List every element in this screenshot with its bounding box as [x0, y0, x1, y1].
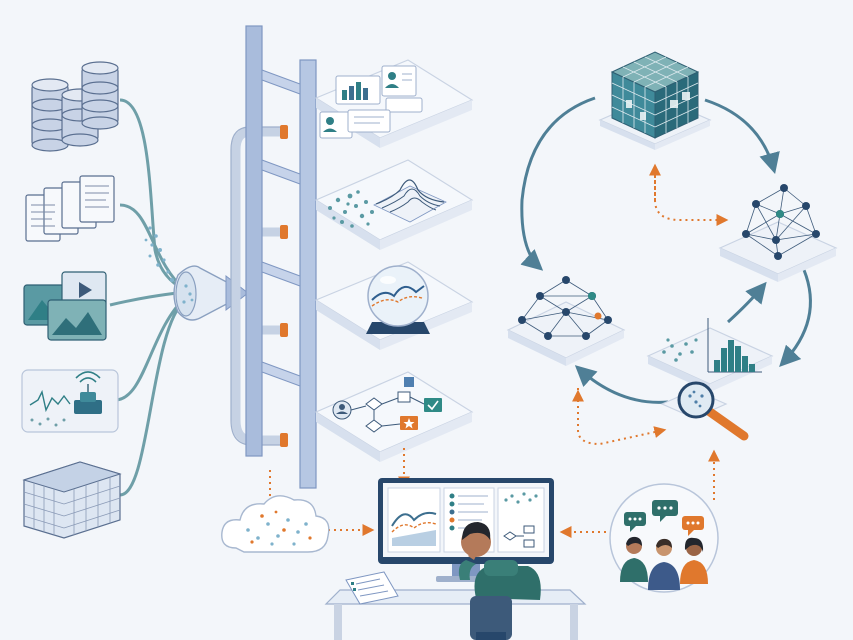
workflow-diagram-icon: [332, 377, 442, 433]
analytics-cycle: [506, 51, 838, 500]
speech-bubble-icon: [624, 500, 704, 536]
surface-plot-icon: [373, 179, 447, 223]
desk: [324, 571, 587, 640]
storage-ladder: [230, 25, 474, 489]
document-stack-icon: [25, 175, 115, 242]
histogram-icon: [646, 318, 774, 392]
team-members: [620, 536, 708, 590]
data-cube-icon: [598, 51, 712, 150]
checklist-paper-icon: [345, 571, 399, 605]
data-sources: [21, 61, 249, 539]
shelf-3: [314, 261, 474, 350]
neural-network-icon: [718, 184, 838, 282]
media-gallery-icon: [23, 271, 107, 341]
analyst-person-icon: [458, 522, 541, 640]
id-card-icon: [319, 109, 391, 139]
ladder-frame: [245, 25, 317, 489]
line-chart-panel: [387, 487, 441, 553]
pipe-joints: [280, 125, 288, 447]
profile-card-icon: [381, 65, 417, 97]
crystal-ball-icon: [366, 265, 430, 334]
data-cloud-icon: [221, 495, 330, 553]
flow-panel: [497, 487, 545, 553]
shelf-1: [314, 59, 474, 148]
shelf-4: [314, 371, 474, 462]
magnifying-glass-icon: [660, 381, 749, 441]
feedback-links: [572, 163, 729, 500]
bar-chart-card-icon: [335, 75, 381, 105]
shelf-2: [314, 159, 474, 250]
iot-sensor-icon: [21, 369, 119, 433]
scatter-cloud: [328, 190, 374, 228]
neural-network-icon-2: [506, 276, 626, 366]
consumption-layer: [221, 448, 719, 640]
team-discussion-icon: [609, 483, 719, 593]
particle-stream: [144, 226, 174, 282]
cycle-arrows: [520, 96, 812, 404]
database-stack-icon: [31, 61, 119, 152]
spreadsheet-icon: [22, 461, 122, 539]
